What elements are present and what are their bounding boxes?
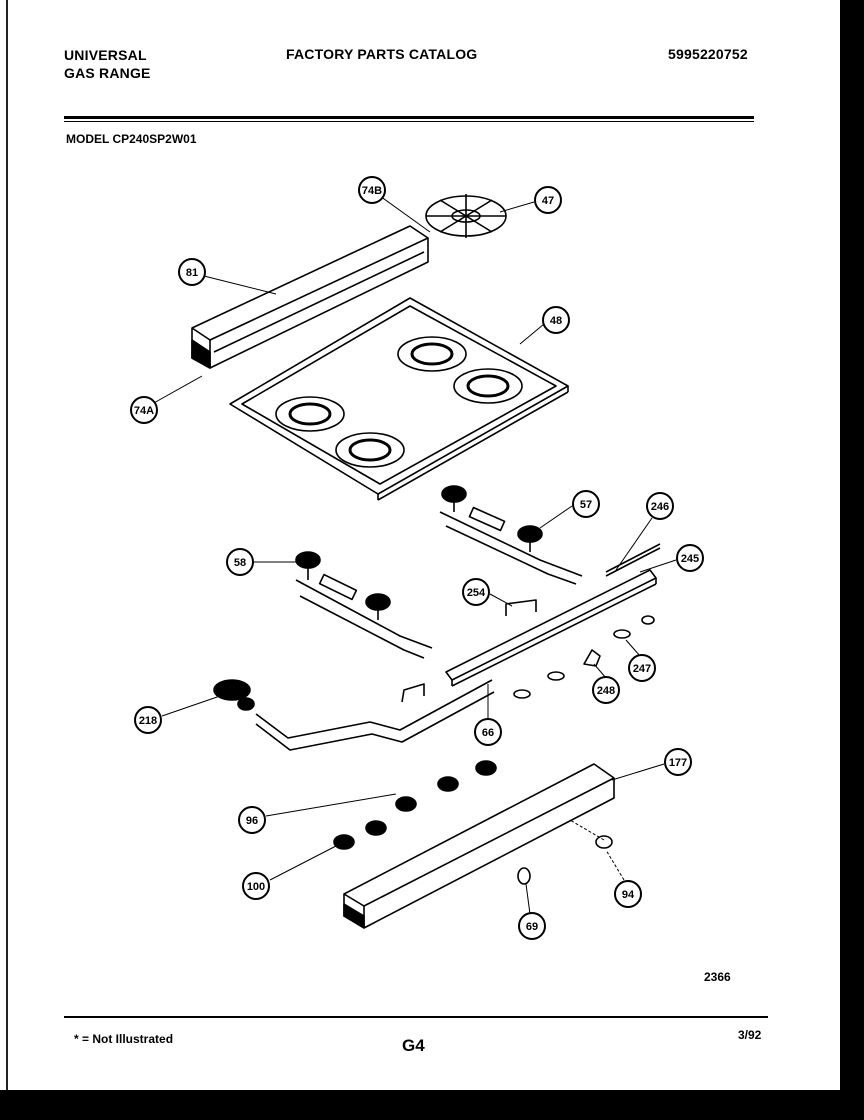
clip-part bbox=[505, 599, 537, 616]
callout-81: 81 bbox=[178, 258, 206, 286]
callout-94: 94 bbox=[614, 880, 642, 908]
callout-57: 57 bbox=[572, 490, 600, 518]
svg-text:254: 254 bbox=[467, 587, 486, 599]
callout-254: 254 bbox=[462, 578, 490, 606]
catalog-number: 5995220752 bbox=[668, 46, 748, 62]
brand-header: UNIVERSAL GAS RANGE bbox=[64, 46, 151, 82]
leader-lines bbox=[151, 195, 677, 915]
callout-58: 58 bbox=[226, 548, 254, 576]
callout-74a: 74A bbox=[130, 396, 158, 424]
svg-text:248: 248 bbox=[597, 685, 615, 697]
callout-69: 69 bbox=[518, 912, 546, 940]
pressure-regulator-part bbox=[213, 679, 255, 711]
illustration-number: 2366 bbox=[704, 970, 731, 984]
rear-burner-assembly-part bbox=[439, 485, 583, 585]
callout-74b: 74B bbox=[358, 176, 386, 204]
svg-text:74A: 74A bbox=[134, 405, 154, 417]
model-number: MODEL CP240SP2W01 bbox=[66, 132, 197, 146]
svg-text:81: 81 bbox=[186, 267, 198, 279]
callout-248: 248 bbox=[592, 676, 620, 704]
cooktop-part bbox=[229, 297, 569, 501]
brand-line-1: UNIVERSAL bbox=[64, 47, 147, 63]
svg-text:94: 94 bbox=[622, 889, 635, 901]
page-code: G4 bbox=[402, 1036, 425, 1055]
header-rule bbox=[64, 116, 754, 119]
brand-line-2: GAS RANGE bbox=[64, 65, 151, 81]
not-illustrated-note: * = Not Illustrated bbox=[74, 1032, 174, 1046]
svg-text:69: 69 bbox=[526, 921, 538, 933]
revision-date: 3/92 bbox=[738, 1028, 762, 1042]
orifice-part-3 bbox=[613, 629, 631, 639]
callout-218: 218 bbox=[134, 706, 162, 734]
svg-text:74B: 74B bbox=[362, 185, 382, 197]
svg-text:47: 47 bbox=[542, 195, 554, 207]
svg-text:66: 66 bbox=[482, 727, 494, 739]
svg-text:48: 48 bbox=[550, 315, 562, 327]
callout-47: 47 bbox=[534, 186, 562, 214]
svg-text:246: 246 bbox=[651, 501, 669, 513]
svg-text:57: 57 bbox=[580, 499, 592, 511]
svg-text:177: 177 bbox=[669, 757, 687, 769]
control-panel-part bbox=[343, 763, 615, 929]
header-rule-thin bbox=[64, 121, 754, 122]
callout-247: 247 bbox=[628, 654, 656, 682]
svg-text:58: 58 bbox=[234, 557, 246, 569]
bracket-part bbox=[605, 543, 661, 577]
footer-rule bbox=[64, 1016, 768, 1018]
orifice-part-4 bbox=[641, 615, 655, 625]
backguard-part bbox=[191, 225, 429, 369]
scan-bottom-edge bbox=[0, 1090, 864, 1120]
orifice-part-1 bbox=[513, 689, 531, 699]
spring-clip-part bbox=[583, 649, 601, 667]
gas-tube-part bbox=[255, 679, 495, 751]
manifold-rail-part bbox=[445, 569, 657, 687]
front-burner-assembly-part bbox=[295, 551, 433, 659]
callout-66: 66 bbox=[474, 718, 502, 746]
callout-246: 246 bbox=[646, 492, 674, 520]
panel-fastener-part bbox=[595, 835, 613, 849]
callout-245: 245 bbox=[676, 544, 704, 572]
valve-parts bbox=[333, 760, 497, 850]
scan-left-edge bbox=[0, 0, 8, 1120]
catalog-title: FACTORY PARTS CATALOG bbox=[286, 46, 478, 62]
small-clip-part bbox=[401, 683, 425, 703]
svg-text:100: 100 bbox=[247, 881, 265, 893]
svg-text:247: 247 bbox=[633, 663, 651, 675]
callout-177: 177 bbox=[664, 748, 692, 776]
callout-48: 48 bbox=[542, 306, 570, 334]
svg-text:218: 218 bbox=[139, 715, 157, 727]
svg-text:96: 96 bbox=[246, 815, 258, 827]
scan-right-edge bbox=[840, 0, 864, 1120]
burner-grate-part bbox=[425, 194, 507, 238]
knob-part bbox=[517, 867, 531, 885]
callout-100: 100 bbox=[242, 872, 270, 900]
orifice-part-2 bbox=[547, 671, 565, 681]
svg-text:245: 245 bbox=[681, 553, 699, 565]
callout-96: 96 bbox=[238, 806, 266, 834]
